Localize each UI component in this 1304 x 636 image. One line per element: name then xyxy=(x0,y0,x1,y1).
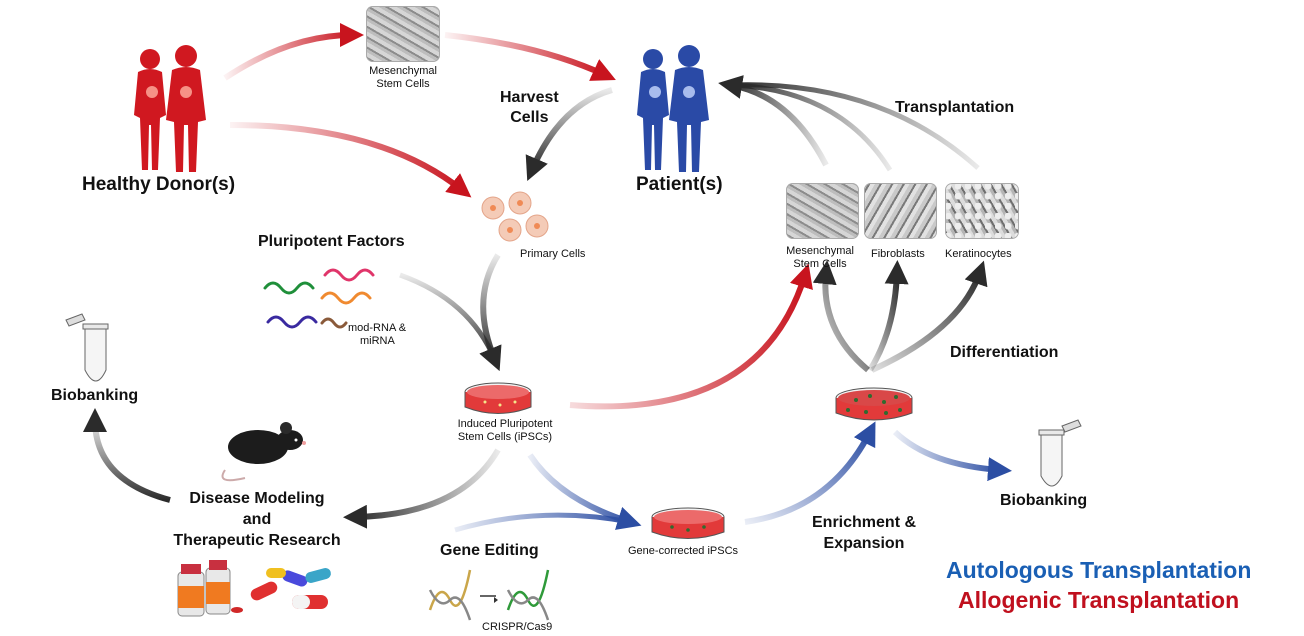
mouse-icon xyxy=(221,422,306,482)
arrow-factors-to-ipsc xyxy=(399,272,498,361)
arrow-ipsc-to-genecorrected xyxy=(527,453,642,530)
biobank-tube-left-icon xyxy=(65,313,109,382)
biobank-tube-right-icon xyxy=(1038,419,1082,487)
legend-allogenic: Allogenic Transplantation xyxy=(958,587,1240,613)
arrow-msc-to-patient xyxy=(444,32,616,81)
mod-rna-icon xyxy=(263,268,375,329)
msc-top-image xyxy=(366,6,440,62)
keratinocytes-image xyxy=(945,183,1019,239)
gene-corrected-label: Gene-corrected iPSCs xyxy=(628,545,739,557)
arrow-diff-to-msc xyxy=(812,260,870,373)
primary-cells-icon xyxy=(481,191,549,242)
arrow-diff-to-fibro xyxy=(867,260,909,372)
msc-right-image xyxy=(786,183,859,239)
patient-figures-icon xyxy=(637,45,709,172)
enrichment-label: Enrichment &Expansion xyxy=(812,514,917,552)
biobanking-right-label: Biobanking xyxy=(1000,492,1088,509)
gene-corrected-dish-icon xyxy=(651,507,725,539)
arrow-geneediting-to-genecorrected xyxy=(454,512,631,533)
arrow-ipsc-to-msc xyxy=(569,263,813,410)
fibroblasts-label: Fibroblasts xyxy=(871,248,925,260)
arrow-diff-to-kera xyxy=(870,260,988,373)
ipsc-dish-icon xyxy=(464,382,532,414)
drugs-icon xyxy=(177,560,331,617)
arrow-patient-to-primary xyxy=(525,87,613,182)
biobanking-left-label: Biobanking xyxy=(51,387,139,404)
arrow-donor-to-primary xyxy=(229,122,472,198)
arrow-donor-to-msc xyxy=(223,23,364,81)
arrow-fibro-to-patient xyxy=(731,82,893,172)
arrow-kera-to-patient xyxy=(731,82,980,170)
donor-figures-icon xyxy=(134,45,206,172)
fibroblasts-image xyxy=(864,183,937,239)
arrow-disease-to-biobank xyxy=(83,408,171,503)
crispr-label: CRISPR/Cas9 xyxy=(482,621,553,633)
arrow-genecorrected-to-diff xyxy=(744,421,876,525)
mod-rna-label: mod-RNA &miRNA xyxy=(348,322,407,347)
gene-editing-label: Gene Editing xyxy=(440,542,539,559)
keratinocytes-label: Keratinocytes xyxy=(945,248,1012,260)
legend-autologous: Autologous Transplantation xyxy=(946,557,1252,583)
primary-cells-label: Primary Cells xyxy=(520,248,586,260)
arrow-msc-to-patient-transplant xyxy=(718,75,829,167)
arrow-ipsc-to-disease xyxy=(343,448,501,529)
patient-label: Patient(s) xyxy=(636,174,723,195)
differentiation-label: Differentiation xyxy=(950,344,1059,361)
arrow-diff-to-biobank xyxy=(892,429,1012,482)
dna-icon xyxy=(428,569,550,621)
healthy-donor-label: Healthy Donor(s) xyxy=(82,174,236,195)
differentiation-dish-icon xyxy=(835,387,913,421)
pluripotent-factors-label: Pluripotent Factors xyxy=(258,233,405,250)
transplantation-label: Transplantation xyxy=(895,99,1015,116)
